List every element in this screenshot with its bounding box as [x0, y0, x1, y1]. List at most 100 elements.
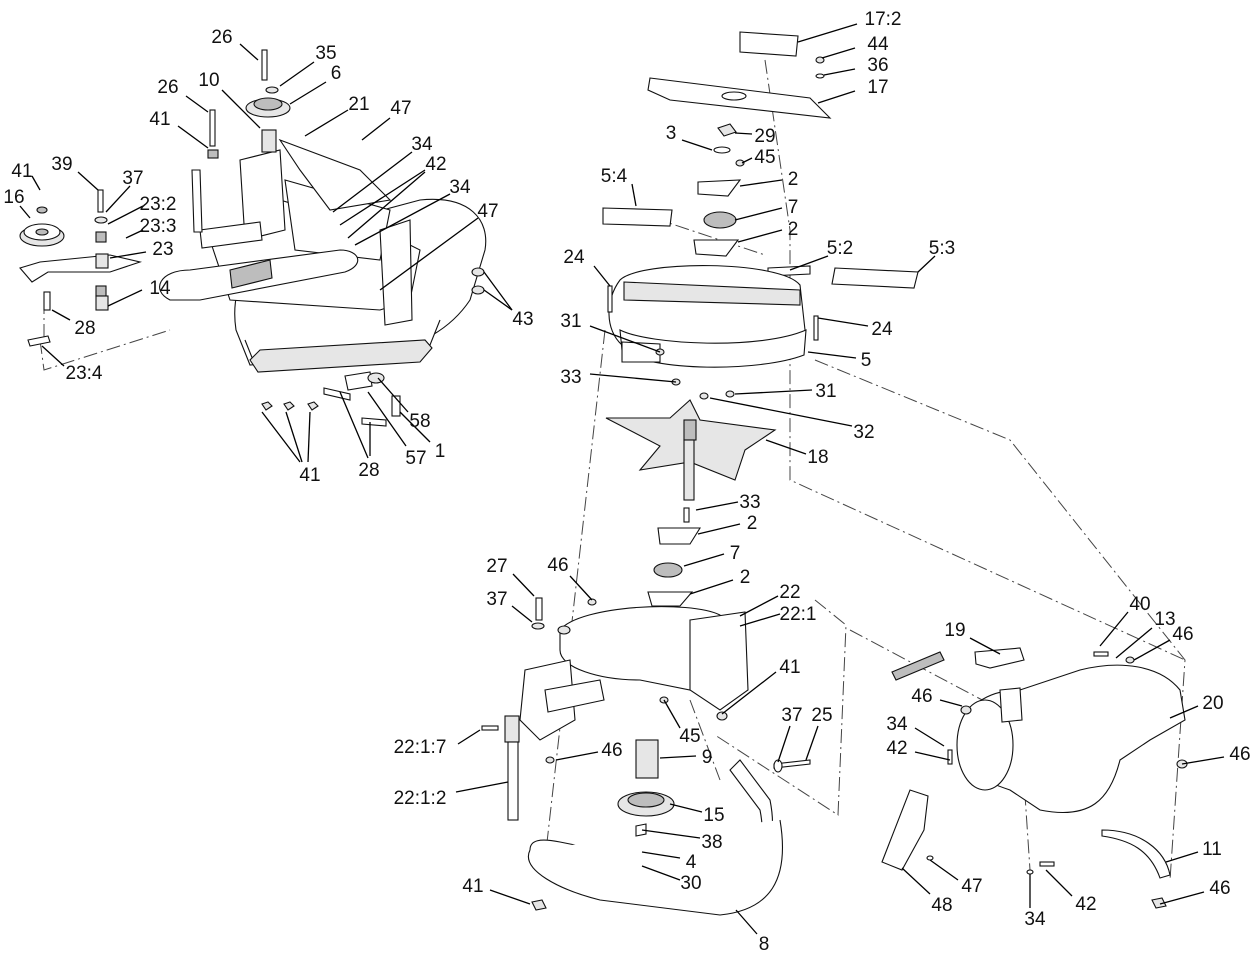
callout-leader-line	[914, 727, 945, 747]
callout-leader-line	[51, 309, 71, 321]
callout-leader-line	[681, 139, 713, 151]
part-callout-label: 2	[747, 513, 758, 534]
part-callout-label: 46	[601, 740, 622, 761]
part-callout-label: 34	[1024, 909, 1046, 930]
callout-leader-line	[125, 229, 144, 239]
callout-leader-line	[797, 23, 858, 43]
part-callout-label: 37	[781, 705, 802, 726]
part-callout-label: 19	[944, 620, 965, 641]
callout-leader-line	[457, 729, 481, 745]
part-callout-label: 11	[1202, 839, 1222, 860]
part-callout-label: 24	[871, 319, 893, 340]
part-callout-label: 42	[886, 738, 907, 759]
callout-leader-line	[721, 671, 777, 715]
spinner-assembly	[602, 31, 919, 501]
callout-leader-line	[641, 865, 681, 881]
callout-leader-line	[1165, 851, 1199, 863]
upper-left-assembly	[19, 49, 487, 427]
callout-leader-line	[339, 391, 369, 459]
part-callout-label: 23:3	[140, 216, 177, 237]
callout-leader-line	[739, 613, 781, 627]
part-callout-label: 41	[149, 109, 170, 130]
callout-leader-line	[641, 829, 701, 839]
callout-leader-line	[823, 68, 856, 76]
callout-leader-line	[261, 411, 301, 463]
callout-leader-line	[289, 81, 327, 105]
callout-leader-line	[914, 751, 951, 761]
part-callout-label: 7	[730, 543, 741, 564]
part-callout-label: 8	[759, 934, 770, 955]
part-callout-label: 4	[686, 852, 697, 873]
part-callout-label: 46	[1209, 878, 1230, 899]
part-callout-label: 22:1:2	[394, 788, 447, 809]
part-callout-label: 22:1	[780, 604, 817, 625]
callout-leader-line	[901, 867, 931, 895]
part-callout-label: 45	[679, 726, 700, 747]
callout-leader-line	[807, 351, 857, 359]
part-callout-label: 2	[788, 169, 799, 190]
callout-leader-line	[361, 117, 391, 141]
callout-leader-line	[332, 151, 413, 213]
callout-leader-line	[1133, 639, 1171, 661]
part-callout-label: 5:3	[929, 238, 955, 259]
part-callout-label: 9	[702, 747, 713, 768]
callout-leader-line	[483, 289, 513, 311]
part-callout-label: 23	[152, 239, 173, 260]
callout-leader-lines	[19, 23, 1225, 935]
callout-leader-line	[735, 909, 758, 935]
callout-leader-line	[185, 95, 209, 113]
callout-leader-line	[339, 169, 426, 226]
callout-leader-line	[511, 605, 533, 623]
callout-leader-line	[307, 411, 311, 463]
callout-leader-line	[77, 171, 99, 191]
part-callout-label: 17	[867, 77, 888, 98]
callout-leader-line	[105, 185, 131, 213]
part-callout-label: 22	[779, 582, 800, 603]
callout-leader-line	[279, 61, 315, 87]
callout-leader-line	[817, 90, 856, 104]
callout-leader-line	[399, 411, 431, 443]
part-callout-label: 25	[811, 705, 832, 726]
part-callout-label: 33	[560, 367, 581, 388]
part-callout-label: 41	[462, 876, 483, 897]
part-callout-label: 23:4	[66, 363, 103, 384]
callout-leader-line	[805, 725, 819, 761]
part-callout-label: 36	[867, 55, 888, 76]
part-callout-label: 37	[122, 168, 143, 189]
callout-leader-line	[739, 179, 783, 187]
part-callout-label: 41	[299, 465, 320, 486]
callout-leader-line	[285, 411, 303, 463]
callout-leader-line	[1115, 627, 1153, 659]
callout-leader-line	[789, 255, 829, 271]
callout-leader-line	[734, 389, 813, 395]
part-callout-label: 5:2	[827, 238, 853, 259]
callout-leader-line	[689, 579, 734, 595]
callout-leader-line	[631, 183, 637, 207]
part-callout-label: 26	[211, 27, 232, 48]
callout-leader-line	[739, 595, 779, 617]
part-callout-label: 31	[815, 381, 836, 402]
part-callout-label: 44	[867, 34, 889, 55]
part-callout-label: 35	[315, 43, 336, 64]
callout-leader-line	[354, 193, 451, 246]
part-callout-label: 14	[149, 278, 171, 299]
part-callout-label: 28	[358, 460, 379, 481]
part-callout-label: 34	[449, 177, 471, 198]
callout-leader-line	[379, 217, 479, 291]
callout-leader-line	[367, 391, 407, 447]
callout-leader-line	[1045, 869, 1073, 897]
part-callout-label: 22:1:7	[394, 737, 447, 758]
part-callout-label: 6	[331, 63, 342, 84]
callout-leader-line	[777, 725, 791, 763]
part-callout-label: 2	[740, 567, 751, 588]
callout-leader-line	[569, 575, 593, 601]
callout-leader-line	[377, 377, 409, 413]
callout-leader-line	[659, 755, 697, 759]
part-callout-label: 7	[788, 197, 799, 218]
part-callout-label: 34	[886, 714, 908, 735]
part-callout-label: 24	[563, 247, 585, 268]
drive-assembly	[481, 507, 811, 916]
callout-leader-line	[41, 345, 65, 367]
part-callout-label: 40	[1129, 594, 1150, 615]
part-callout-label: 5:4	[601, 166, 628, 187]
